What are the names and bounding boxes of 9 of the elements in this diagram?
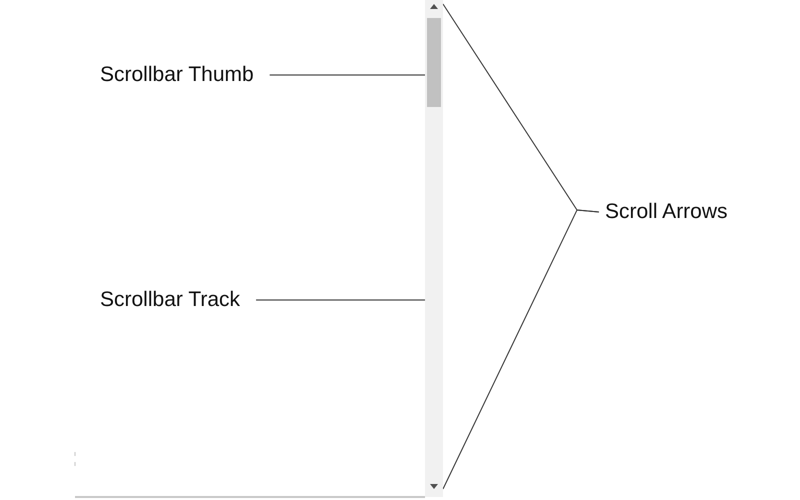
leader-line bbox=[442, 209, 600, 490]
callout-label: Scroll Arrows bbox=[605, 200, 728, 224]
callout-label: Scrollbar Thumb bbox=[100, 63, 254, 87]
leader-line bbox=[269, 74, 428, 76]
scroll-arrow-icon bbox=[428, 2, 440, 12]
scrollbar-track bbox=[425, 0, 443, 497]
scrollbar-thumb bbox=[427, 18, 441, 107]
scroll-arrow-icon bbox=[428, 481, 440, 491]
callout-label: Scrollbar Track bbox=[100, 288, 240, 312]
